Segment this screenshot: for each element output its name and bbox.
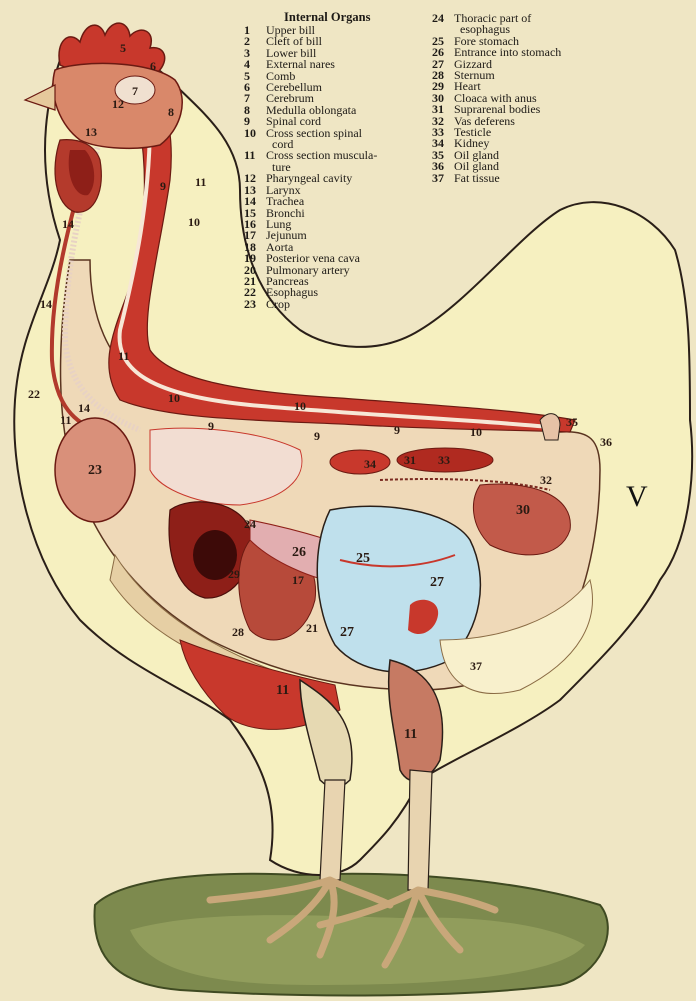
callout-13: 13 xyxy=(85,125,97,139)
callout-9d: 9 xyxy=(394,423,400,437)
callout-8: 8 xyxy=(168,105,174,119)
callout-30: 30 xyxy=(516,503,530,518)
callout-5: 5 xyxy=(120,41,126,55)
callout-32: 32 xyxy=(540,473,552,487)
callout-28: 28 xyxy=(232,625,244,639)
callout-36: 36 xyxy=(600,435,612,449)
callout-11a: 11 xyxy=(195,175,206,189)
callout-14b: 14 xyxy=(40,297,52,311)
callout-12: 12 xyxy=(112,97,124,111)
legend-column-2: 24Thoracic part of esophagus25Fore stoma… xyxy=(432,13,561,184)
callout-9c: 9 xyxy=(314,429,320,443)
callout-37: 37 xyxy=(470,659,482,673)
legend-label: Crop xyxy=(266,299,290,310)
plate-mark: V xyxy=(626,480,648,514)
callout-10a: 10 xyxy=(188,215,200,229)
legend-item: 28Sternum xyxy=(432,70,561,81)
callout-11b: 11 xyxy=(118,349,129,363)
legend-item: 4External nares xyxy=(244,59,377,70)
legend-item: 27Gizzard xyxy=(432,59,561,70)
callout-11d: 11 xyxy=(276,683,289,698)
callout-14a: 14 xyxy=(62,217,74,231)
callout-34: 34 xyxy=(364,457,376,471)
legend-item: 22Esophagus xyxy=(244,287,377,298)
callout-10b: 10 xyxy=(168,391,180,405)
callout-31: 31 xyxy=(404,453,416,467)
callout-23: 23 xyxy=(88,463,102,478)
callout-26: 26 xyxy=(292,545,306,560)
legend-label: Fat tissue xyxy=(454,173,500,184)
legend-number: 37 xyxy=(432,173,454,184)
callout-25: 25 xyxy=(356,551,370,566)
callout-24: 24 xyxy=(244,517,256,531)
legend-item: 11Cross section muscula- xyxy=(244,150,377,161)
callout-11e: 11 xyxy=(404,727,417,742)
callout-35: 35 xyxy=(566,415,578,429)
callout-10c: 10 xyxy=(294,399,306,413)
callout-29: 29 xyxy=(228,567,240,581)
callout-27b: 27 xyxy=(340,625,354,640)
callout-17: 17 xyxy=(292,573,304,587)
callout-33: 33 xyxy=(438,453,450,467)
callout-14c: 14 xyxy=(78,401,90,415)
legend-number: 10 xyxy=(244,128,266,139)
kidney xyxy=(330,450,390,474)
bill xyxy=(25,85,55,110)
callout-10d: 10 xyxy=(470,425,482,439)
leg-right xyxy=(408,770,432,890)
callout-9a: 9 xyxy=(160,179,166,193)
legend-number: 11 xyxy=(244,150,266,161)
callout-22: 22 xyxy=(28,387,40,401)
callout-21: 21 xyxy=(306,621,318,635)
legend-item: 37Fat tissue xyxy=(432,173,561,184)
legend-number: 24 xyxy=(432,13,454,24)
callout-27a: 27 xyxy=(430,575,444,590)
callout-7: 7 xyxy=(132,84,138,98)
legend-item: 17Jejunum xyxy=(244,230,377,241)
callout-6: 6 xyxy=(150,59,156,73)
callout-9b: 9 xyxy=(208,419,214,433)
callout-11c: 11 xyxy=(60,413,71,427)
legend-number: 23 xyxy=(244,299,266,310)
legend-item: 26Entrance into stomach xyxy=(432,47,561,58)
leg-left xyxy=(320,780,345,880)
